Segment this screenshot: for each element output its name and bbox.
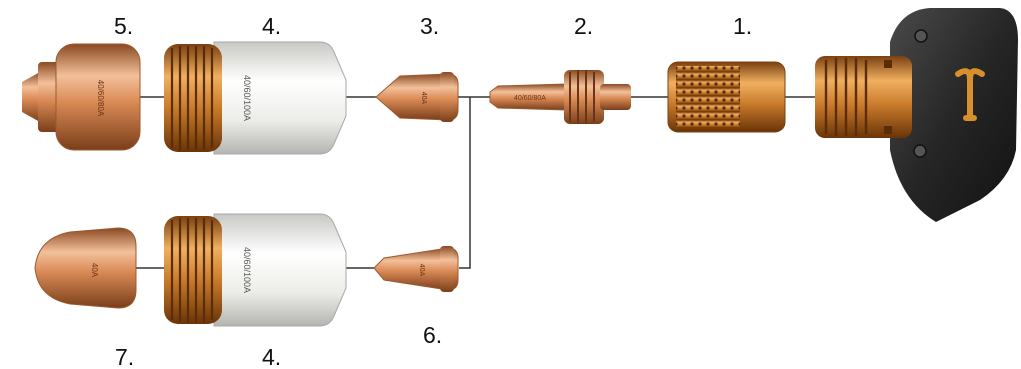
part-5-shield: 40/60/80A bbox=[22, 43, 141, 151]
part-6-marking: 40A bbox=[418, 264, 425, 277]
label-part-4-bottom: 4. bbox=[262, 344, 281, 369]
logo-text: Tr bbox=[0, 0, 2, 1]
part-4-top-marking: 40/60/100A bbox=[242, 75, 252, 121]
label-part-2: 2. bbox=[574, 13, 593, 39]
screw-icon bbox=[913, 144, 927, 158]
screw-icon bbox=[914, 29, 928, 43]
part-7-marking: 40A bbox=[90, 263, 99, 278]
part-number-labels: 1. 2. 3. 4. 5. 6. 7. 4. bbox=[114, 13, 752, 369]
part-2-marking: 40/60/80A bbox=[514, 95, 546, 102]
logo-icon: Tr bbox=[0, 0, 985, 121]
part-3-marking: 40A bbox=[420, 92, 427, 105]
part-2-electrode: 40/60/80A bbox=[489, 70, 631, 124]
part-7-shield: 40A bbox=[34, 227, 137, 309]
label-part-1: 1. bbox=[733, 13, 752, 39]
torch-head: Tr bbox=[0, 0, 1018, 222]
label-part-5: 5. bbox=[114, 13, 133, 39]
label-part-4-top: 4. bbox=[262, 13, 281, 39]
part-4-retaining-cup-bottom: 40/60/100A bbox=[164, 213, 347, 327]
part-3-nozzle: 40A bbox=[375, 72, 459, 122]
label-part-6: 6. bbox=[423, 322, 442, 348]
connector-lines bbox=[136, 96, 815, 269]
part-1-swirl-ring bbox=[667, 61, 786, 133]
connector-branch-6 bbox=[459, 97, 471, 269]
part-4-retaining-cup-top: 40/60/100A bbox=[164, 41, 347, 155]
label-part-3: 3. bbox=[420, 13, 439, 39]
label-part-7: 7. bbox=[115, 344, 134, 369]
part-5-marking: 40/60/80A bbox=[96, 80, 105, 117]
part-4-bottom-marking: 40/60/100A bbox=[242, 247, 252, 293]
part-6-nozzle: 40A bbox=[373, 246, 459, 292]
